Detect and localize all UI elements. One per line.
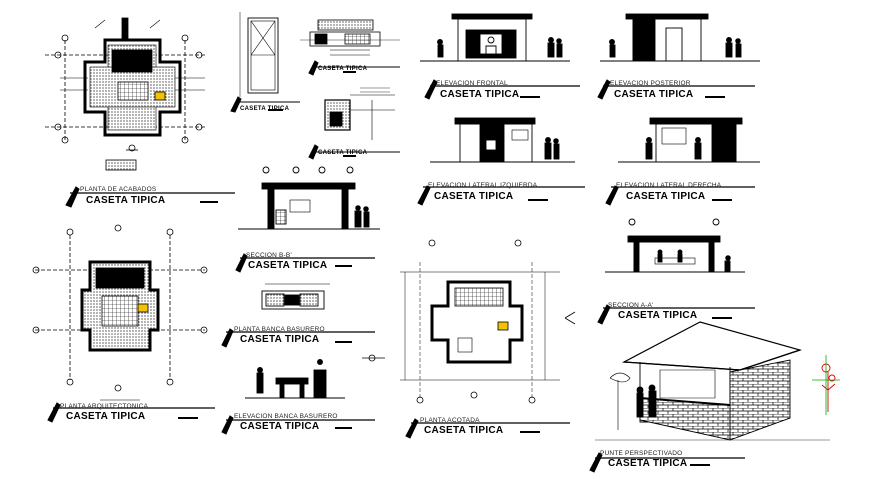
section-aa [605, 218, 745, 273]
plan-finishes [45, 17, 205, 171]
title-planta-arq: CASETA TIPICA [66, 411, 146, 422]
elevation-bench [245, 359, 345, 399]
sublabel-seccion-bb: SECCION B-B' [246, 252, 292, 259]
sublabel-elev-frontal: ELEVACION FRONTAL [436, 80, 508, 87]
title-detalle-2: CASETA TIPICA [318, 150, 368, 156]
construction-details [300, 19, 400, 140]
sublabel-elev-lat-izq: ELEVACION LATERAL IZQUIERDA [428, 182, 538, 189]
title-elev-lat-der: CASETA TIPICA [626, 191, 706, 202]
title-elev-banca: CASETA TIPICA [240, 421, 320, 432]
sublabel-planta-acotada: PLANTA ACOTADA [420, 417, 480, 424]
title-seccion-aa: CASETA TIPICA [618, 310, 698, 321]
title-puerta: CASETA TIPICA [240, 106, 290, 112]
title-perspectiva: CASETA TIPICA [608, 458, 688, 469]
sublabel-perspectiva: PUNTE PERSPECTIVADO [600, 450, 683, 457]
elevation-left [430, 117, 575, 163]
sublabel-elev-lat-der: ELEVACION LATERAL DERECHA [616, 182, 722, 189]
elevation-rear [600, 13, 760, 62]
tree-icon [821, 363, 836, 412]
door-detail [239, 12, 279, 97]
title-elev-frontal: CASETA TIPICA [440, 89, 520, 100]
plan-dimensioned [362, 239, 576, 404]
sublabel-planta-banca: PLANTA BANCA BASURERO [234, 326, 325, 333]
sublabel-planta-arq: PLANTA ARQUITECTONICA [60, 403, 149, 410]
title-markers [47, 60, 755, 473]
elevation-front [420, 13, 570, 62]
sublabel-elev-posterior: ELEVACION POSTERIOR [610, 80, 691, 87]
sublabel-seccion-aa: SECCION A-A' [608, 302, 654, 309]
sublabel-elev-banca: ELEVACION BANCA BASURERO [234, 413, 338, 420]
section-bb [238, 166, 380, 230]
title-planta-acabados: CASETA TIPICA [86, 195, 166, 206]
figure-people [437, 37, 563, 58]
elevation-right [618, 117, 760, 163]
title-elev-lat-izq: CASETA TIPICA [434, 191, 514, 202]
plan-architectural [32, 224, 208, 401]
title-seccion-bb: CASETA TIPICA [248, 260, 328, 271]
sublabel-planta-acabados: PLANTA DE ACABADOS [80, 186, 157, 193]
title-elev-posterior: CASETA TIPICA [614, 89, 694, 100]
title-planta-acotada: CASETA TIPICA [424, 425, 504, 436]
perspective-view [595, 321, 840, 441]
title-detalle-1: CASETA TIPICA [318, 66, 368, 72]
plan-bench [261, 283, 330, 310]
title-planta-banca: CASETA TIPICA [240, 334, 320, 345]
